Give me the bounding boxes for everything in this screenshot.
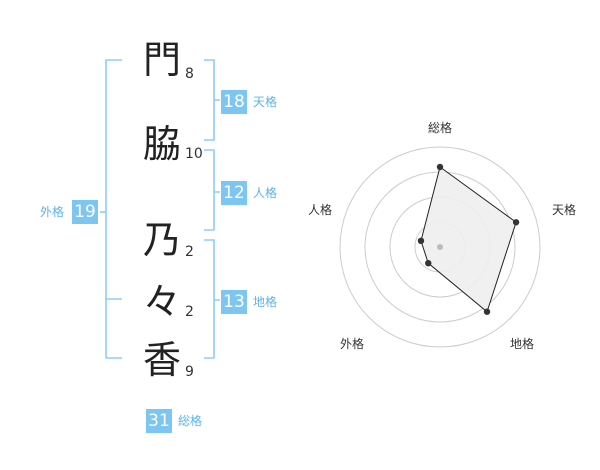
name-char-3: 乃 — [142, 218, 181, 262]
gaikaku-label: 外格 — [40, 205, 65, 219]
radar-point-3 — [483, 308, 491, 315]
stroke-count-4: 2 — [185, 304, 194, 320]
radar-point-5 — [417, 237, 425, 245]
soukaku-label: 総格 — [178, 414, 203, 428]
tenkaku-label: 天格 — [253, 95, 278, 109]
name-char-4: 々 — [142, 280, 181, 324]
radar-grid-ring — [339, 146, 541, 348]
soukaku-value: 31 — [146, 409, 172, 433]
radar-axis-label-5: 人格 — [308, 203, 333, 217]
radar-axis-label-3: 地格 — [510, 337, 535, 351]
name-char-2: 脇 — [142, 122, 181, 166]
stroke-count-5: 9 — [185, 364, 194, 380]
radar-value-polygon — [420, 166, 517, 313]
gaikaku-badge: 外格 19 — [40, 200, 100, 224]
gaikaku-value: 19 — [72, 200, 98, 224]
radar-center-dot — [437, 244, 443, 250]
radar-point-1 — [436, 163, 444, 171]
radar-axis-label-4: 外格 — [340, 337, 365, 351]
chikaku-bracket — [204, 239, 220, 359]
tenkaku-bracket — [204, 59, 220, 141]
name-char-5: 香 — [142, 338, 181, 382]
tenkaku-value: 18 — [221, 90, 247, 114]
stroke-count-1: 8 — [185, 66, 194, 82]
stroke-count-3: 2 — [185, 244, 194, 260]
chikaku-value: 13 — [221, 290, 247, 314]
jinkaku-value: 12 — [221, 181, 247, 205]
gaikaku-bracket — [105, 59, 122, 359]
stroke-count-2: 10 — [185, 146, 203, 162]
radar-point-4 — [425, 259, 432, 267]
chikaku-label: 地格 — [253, 295, 278, 309]
radar-axis-label-2: 天格 — [552, 203, 577, 217]
radar-axis-label-1: 総格 — [428, 121, 453, 135]
jinkaku-bracket — [204, 149, 220, 231]
name-char-1: 門 — [142, 38, 181, 82]
radar-point-2 — [512, 219, 520, 226]
jinkaku-label: 人格 — [253, 186, 278, 200]
